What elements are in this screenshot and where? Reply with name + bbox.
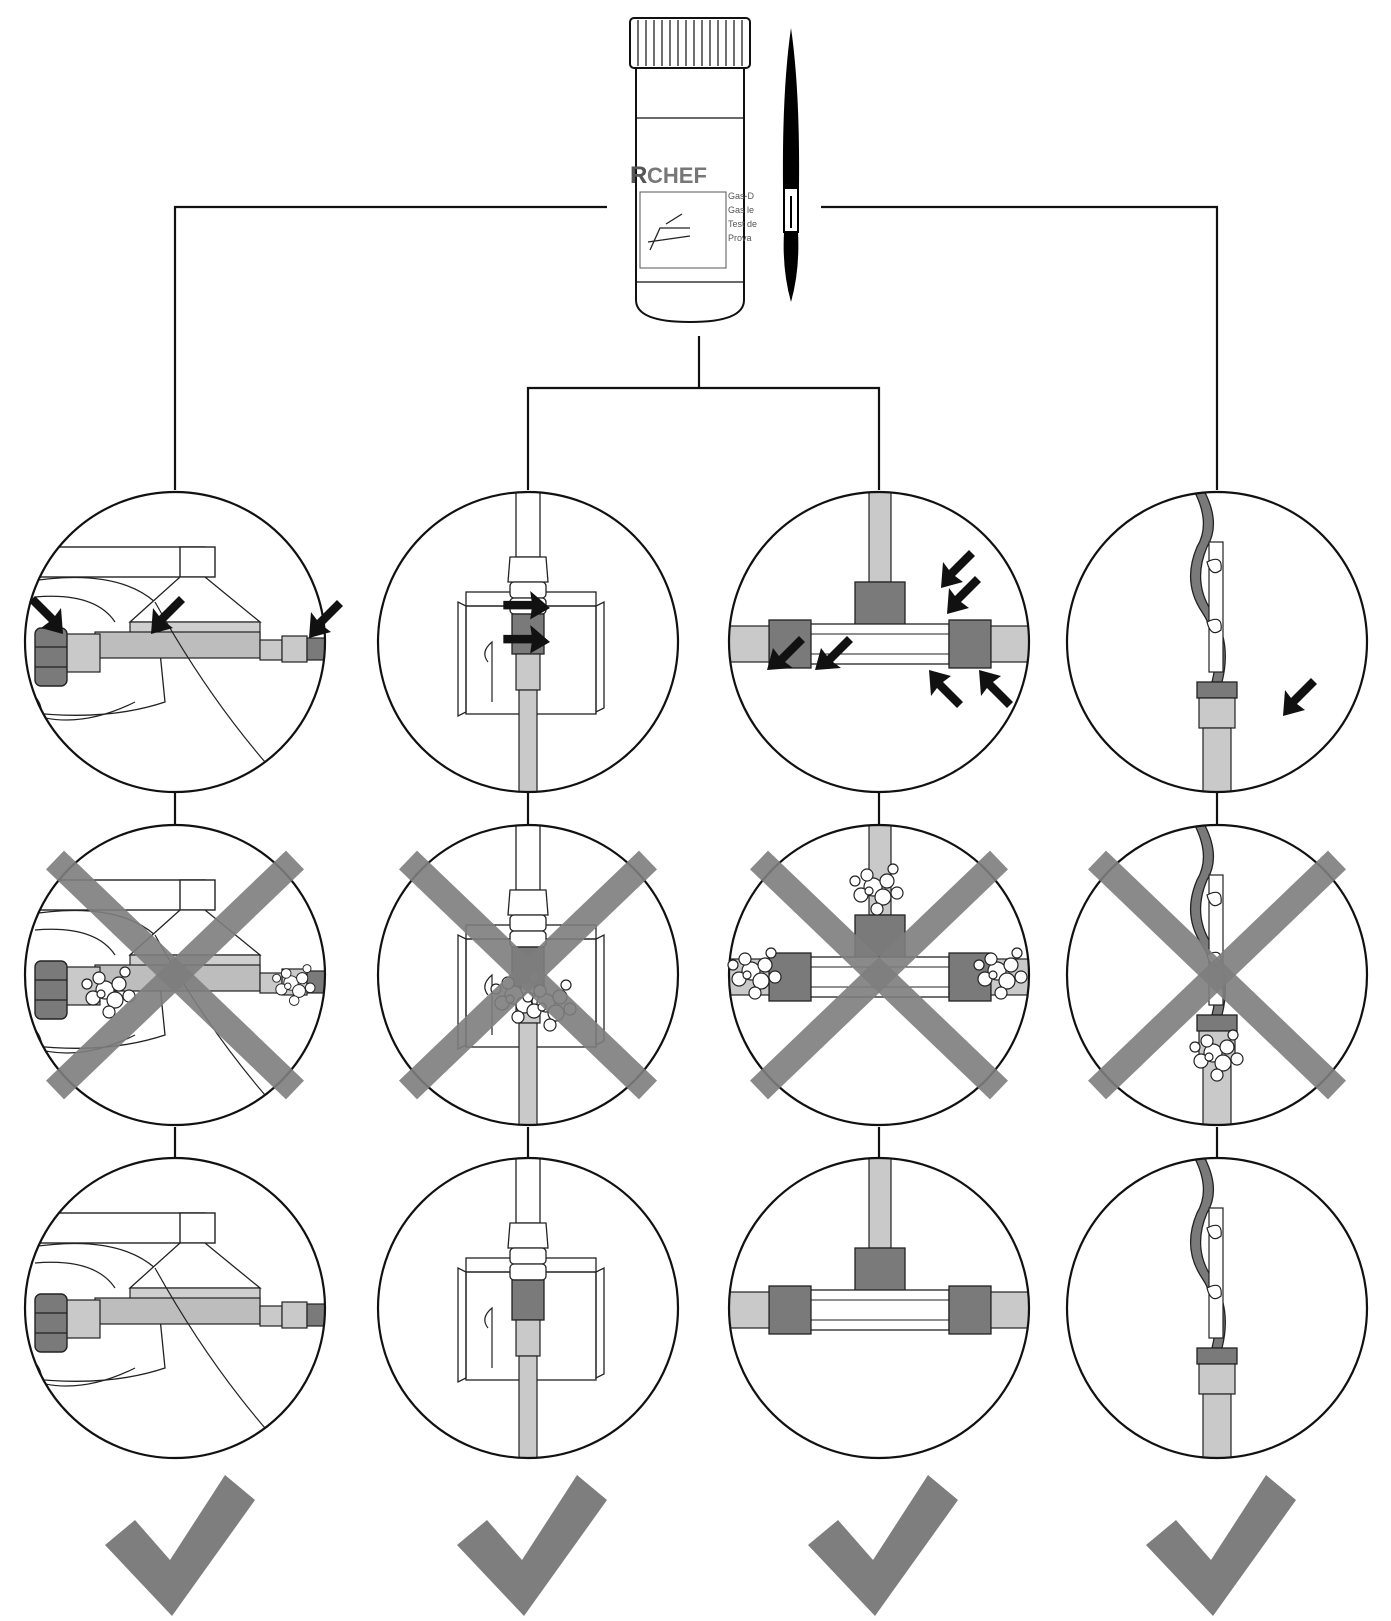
- detail-regulator-ok: [15, 1158, 337, 1458]
- row-leak-detected: [15, 815, 1367, 1135]
- bottle-label-line-1: Gas-D: [728, 191, 755, 201]
- row-no-leak: [15, 1148, 1367, 1468]
- detail-regulator-leak: [15, 825, 337, 1125]
- detail-hose-ok: [378, 1148, 678, 1468]
- bottle-label-line-3: Test de: [728, 219, 757, 229]
- checkmark-icon: [808, 1475, 958, 1616]
- leak-test-bottle: R CHEF Gas-D Gas le Test de Prova: [630, 18, 757, 322]
- detail-hose-apply: [378, 482, 678, 802]
- bottle-label-line-2: Gas le: [728, 205, 754, 215]
- arrow-icon: [929, 670, 963, 708]
- detail-hose-end-leak: [1067, 820, 1367, 1131]
- bottle-brand: CHEF: [647, 163, 707, 188]
- detail-hose-leak: [378, 815, 678, 1135]
- detail-hose-end-apply: [1067, 487, 1367, 798]
- detail-hose-end-ok: [1067, 1153, 1367, 1464]
- arrow-icon: [309, 600, 343, 638]
- brush-icon: [783, 28, 799, 302]
- arrow-icon: [1283, 678, 1317, 716]
- arrow-icon: [979, 670, 1013, 708]
- detail-tee-ok: [729, 1158, 1031, 1458]
- connector-lines: [175, 207, 1217, 1158]
- detail-tee-apply: [729, 492, 1031, 792]
- detail-tee-leak: [728, 825, 1031, 1125]
- checkmark-icon: [1146, 1475, 1296, 1616]
- checkmark-icon: [457, 1475, 607, 1616]
- bottle-brand-prefix: R: [630, 162, 647, 189]
- bottle-label-line-4: Prova: [728, 233, 752, 243]
- checkmarks: [105, 1475, 1296, 1616]
- detail-regulator-apply: [15, 492, 343, 792]
- row-apply-solution: [15, 482, 1367, 802]
- checkmark-icon: [105, 1475, 255, 1616]
